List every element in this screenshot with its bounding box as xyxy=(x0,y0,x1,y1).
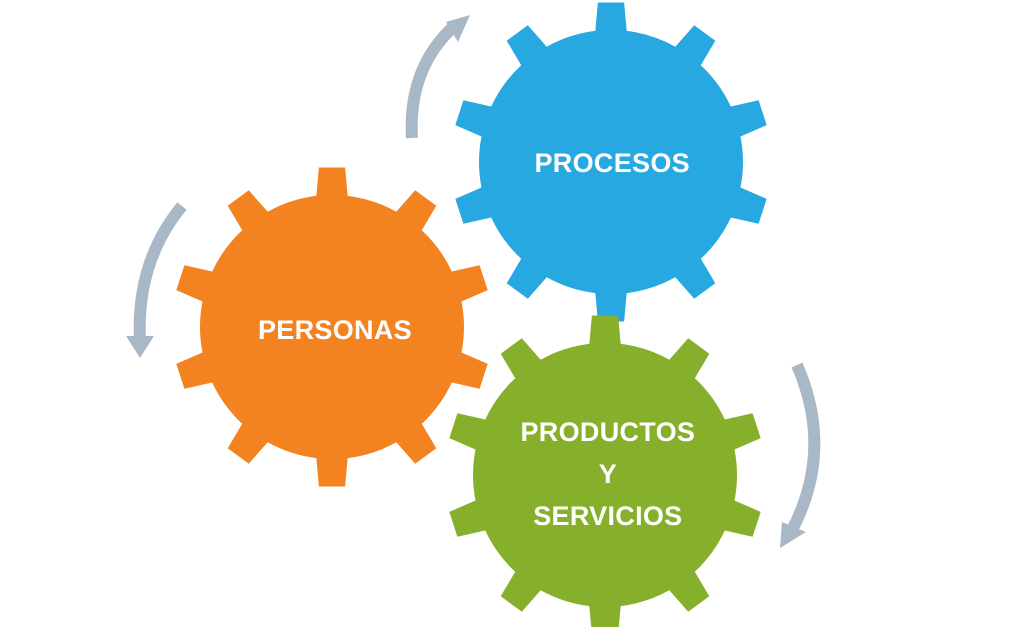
gear-label-productos-servicios: PRODUCTOS Y SERVICIOS xyxy=(521,411,696,537)
gear-label-line: Y xyxy=(598,459,618,489)
gear-label-line: PROCESOS xyxy=(534,148,690,178)
gear-label-procesos: PROCESOS xyxy=(535,142,690,184)
gear-procesos xyxy=(455,2,767,322)
gear-label-line: PRODUCTOS xyxy=(520,417,696,447)
gear-label-line: PERSONAS xyxy=(258,315,412,345)
arrows-layer xyxy=(126,15,821,548)
gear-productos-servicios xyxy=(449,315,761,632)
gear-label-personas: PERSONAS xyxy=(258,309,412,351)
gears-layer xyxy=(176,2,767,632)
arrow-top-icon xyxy=(405,15,470,139)
gear-personas xyxy=(176,167,488,487)
gear-label-line: SERVICIOS xyxy=(533,501,683,531)
arrow-right-icon xyxy=(780,362,821,548)
arrow-left-icon xyxy=(126,202,187,358)
